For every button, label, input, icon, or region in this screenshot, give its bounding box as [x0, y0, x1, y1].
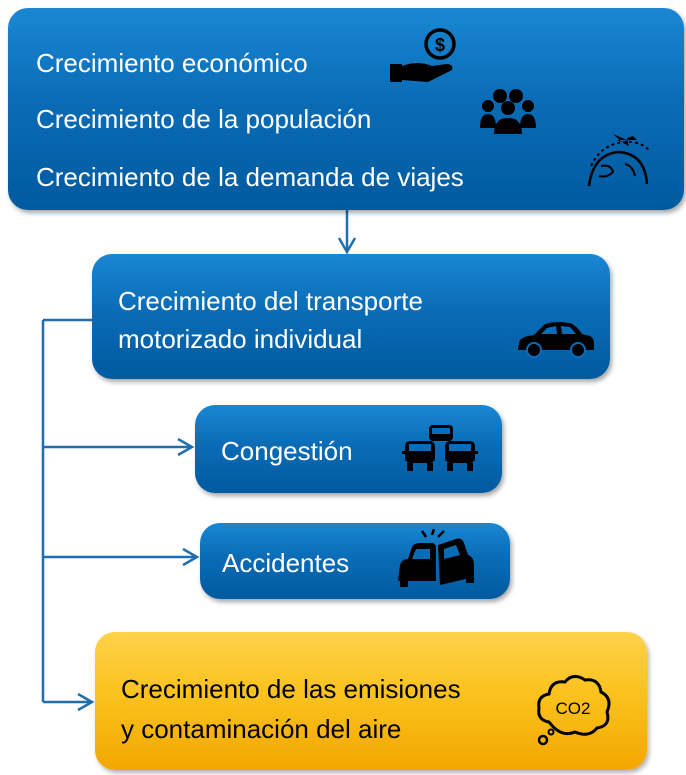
population-growth-label: Crecimiento de la populación	[36, 104, 372, 134]
car-icon	[518, 322, 594, 358]
congestion-box: Congestión	[195, 405, 502, 493]
car-crash-icon	[398, 529, 474, 587]
economic-growth-label: Crecimiento económico	[36, 48, 308, 78]
transport-line2: motorizado individual	[118, 324, 363, 354]
growth-factors-box: Crecimiento económico Crecimiento de la …	[8, 8, 684, 210]
traffic-jam-icon	[402, 425, 478, 471]
motorized-transport-box: Crecimiento del transporte motorizado in…	[92, 254, 610, 379]
svg-text:$: $	[435, 35, 445, 55]
accidents-label: Accidentes	[222, 548, 350, 578]
emissions-line2: y contaminación del aire	[121, 714, 402, 744]
transport-line1: Crecimiento del transporte	[118, 286, 423, 316]
travel-demand-growth-label: Crecimiento de la demanda de viajes	[36, 162, 464, 192]
people-group-icon	[480, 89, 536, 134]
globe-airplane-icon	[587, 134, 650, 187]
congestion-label: Congestión	[221, 436, 353, 466]
co2-label: CO2	[556, 699, 591, 718]
co2-cloud-icon: CO2	[537, 675, 611, 746]
emissions-box: Crecimiento de las emisiones y contamina…	[95, 632, 647, 770]
emissions-line1: Crecimiento de las emisiones	[121, 674, 461, 704]
money-hand-icon: $	[390, 28, 456, 82]
accidents-box: Accidentes	[200, 523, 510, 599]
